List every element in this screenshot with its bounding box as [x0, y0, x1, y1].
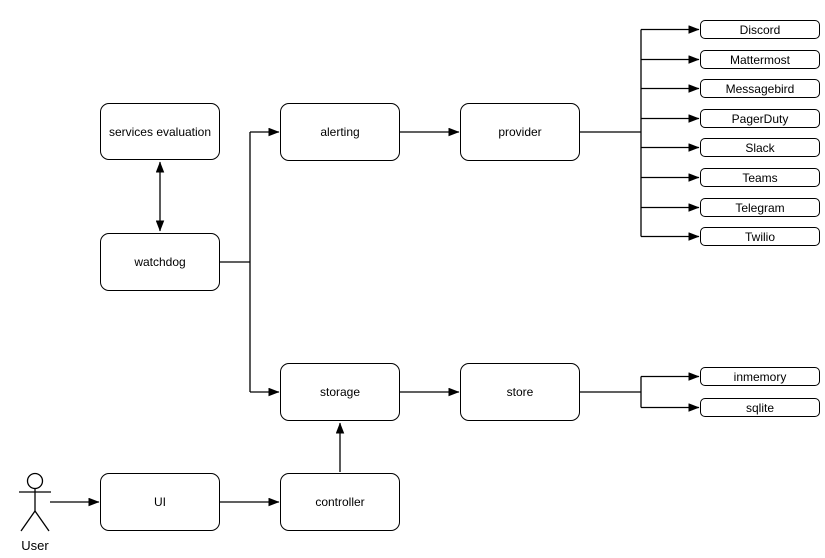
node-provider-twilio: Twilio [700, 227, 820, 246]
node-services-evaluation: services evaluation [100, 103, 220, 160]
node-provider-discord: Discord [700, 20, 820, 39]
user-actor-label: User [21, 538, 49, 553]
node-provider-telegram: Telegram [700, 198, 820, 217]
node-provider: provider [460, 103, 580, 161]
node-provider-teams: Teams [700, 168, 820, 187]
node-provider-messagebird: Messagebird [700, 79, 820, 98]
node-storage: storage [280, 363, 400, 421]
node-store: store [460, 363, 580, 421]
node-provider-slack: Slack [700, 138, 820, 157]
node-controller: controller [280, 473, 400, 531]
node-watchdog: watchdog [100, 233, 220, 291]
user-actor-icon [19, 472, 51, 532]
node-ui: UI [100, 473, 220, 531]
node-store-sqlite: sqlite [700, 398, 820, 417]
node-store-inmemory: inmemory [700, 367, 820, 386]
node-alerting: alerting [280, 103, 400, 161]
node-provider-pagerduty: PagerDuty [700, 109, 820, 128]
node-provider-mattermost: Mattermost [700, 50, 820, 69]
